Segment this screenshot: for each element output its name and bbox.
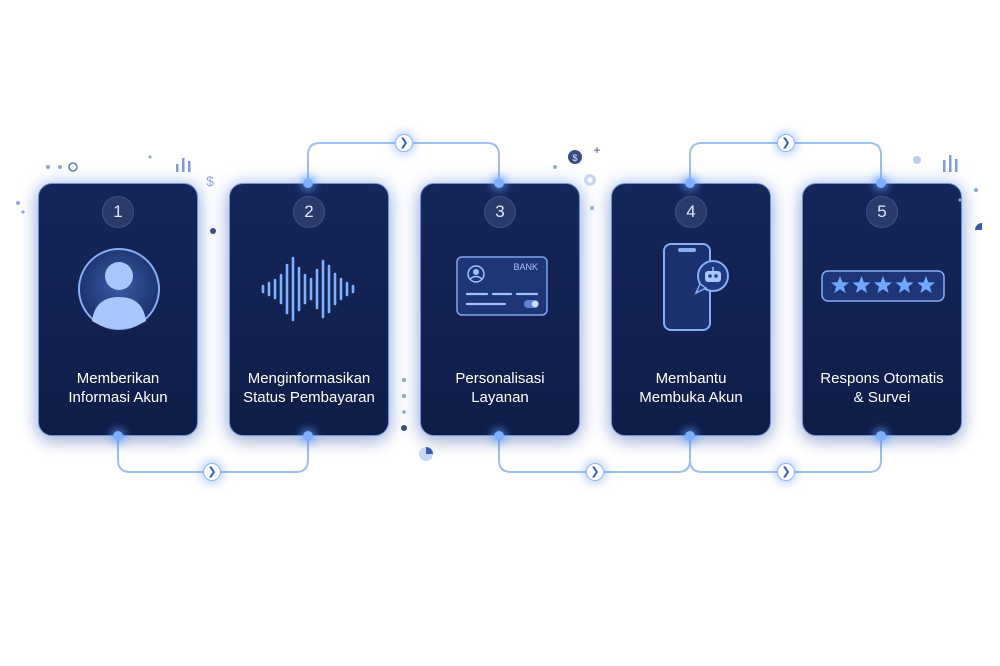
phone-chatbot-icon xyxy=(663,243,729,331)
step-label: Respons Otomatis& Survei xyxy=(820,370,944,406)
connector-dot xyxy=(303,431,313,441)
step-number: 3 xyxy=(484,196,516,228)
chevron-right-icon: ❯ xyxy=(777,134,795,152)
star-icon xyxy=(874,276,892,293)
star-icon xyxy=(831,276,849,293)
step-card-5: 5 Respons Otomatis& Survei xyxy=(802,183,962,436)
five-stars-icon xyxy=(821,270,945,302)
star-icon xyxy=(895,276,914,293)
step-number: 4 xyxy=(675,196,707,228)
bank-card-icon: BANK xyxy=(456,256,548,316)
chevron-right-icon: ❯ xyxy=(586,463,604,481)
connector-dot xyxy=(876,178,886,188)
chevron-right-icon: ❯ xyxy=(395,134,413,152)
connector-dot xyxy=(303,178,313,188)
chevron-right-icon: ❯ xyxy=(777,463,795,481)
star-icon xyxy=(852,276,871,293)
star-icon xyxy=(917,276,935,293)
user-avatar-icon xyxy=(78,248,160,330)
connector-dot xyxy=(494,178,504,188)
connector-dot xyxy=(685,178,695,188)
sound-wave-icon xyxy=(261,256,355,322)
connector-dot xyxy=(113,431,123,441)
svg-text:BANK: BANK xyxy=(513,262,538,272)
connector-dot xyxy=(876,431,886,441)
step-number: 1 xyxy=(102,196,134,228)
step-number: 2 xyxy=(293,196,325,228)
connector-dot xyxy=(494,431,504,441)
step-number: 5 xyxy=(866,196,898,228)
connector-dot xyxy=(685,431,695,441)
chevron-right-icon: ❯ xyxy=(203,463,221,481)
